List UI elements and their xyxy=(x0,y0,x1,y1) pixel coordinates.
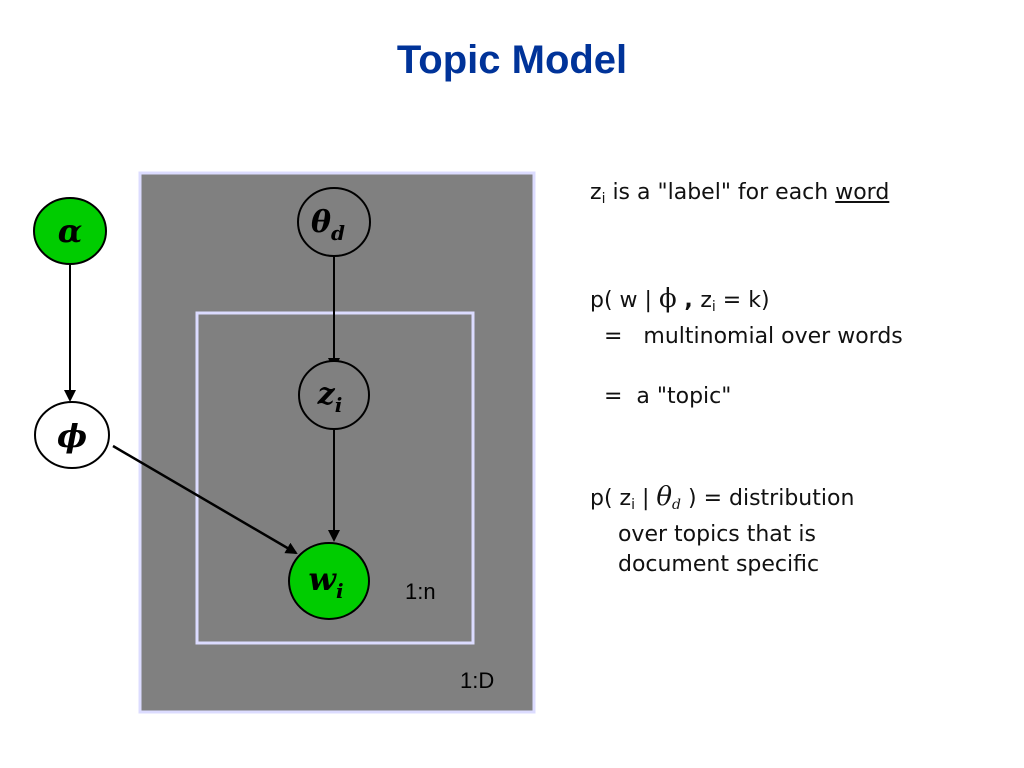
page-title: Topic Model xyxy=(396,38,628,82)
note-topic: = a "topic" xyxy=(590,384,732,409)
inner-plate-label: 1:n xyxy=(405,579,436,604)
node-w-label: w xyxy=(308,560,337,598)
node-theta-label: θ xyxy=(311,205,331,240)
note-topic-prob-cont1: over topics that is xyxy=(590,522,816,547)
node-theta: θd xyxy=(297,187,371,257)
node-w: wi xyxy=(288,542,370,620)
node-phi-label: ϕ xyxy=(57,417,87,455)
node-z-subscript: i xyxy=(335,393,343,417)
note-word-prob: p( w | ϕ , zi = k) xyxy=(590,284,770,315)
node-z-label: z xyxy=(317,377,336,412)
node-z: zi xyxy=(298,360,370,430)
explanation-notes: zi is a "label" for each word p( w | ϕ ,… xyxy=(590,178,1010,580)
edge-phi-w xyxy=(112,444,298,555)
note-topic-prob-cont2: document specific xyxy=(590,552,820,577)
node-alpha: α xyxy=(33,197,107,265)
node-theta-subscript: d xyxy=(331,221,345,245)
svg-text:θd: θd xyxy=(311,205,345,245)
outer-plate-label: 1:D xyxy=(460,668,494,693)
underlined-word: word xyxy=(835,180,890,205)
outer-plate xyxy=(138,171,536,714)
svg-text:wi: wi xyxy=(308,560,343,603)
node-w-subscript: i xyxy=(336,579,344,603)
svg-text:zi: zi xyxy=(317,377,343,417)
note-z-label: zi is a "label" for each word xyxy=(590,180,890,207)
note-multinomial: = multinomial over words xyxy=(590,324,903,349)
node-phi: ϕ xyxy=(34,401,110,469)
note-topic-prob: p( zi | θd ) = distribution xyxy=(590,482,855,513)
node-alpha-label: α xyxy=(58,212,83,250)
